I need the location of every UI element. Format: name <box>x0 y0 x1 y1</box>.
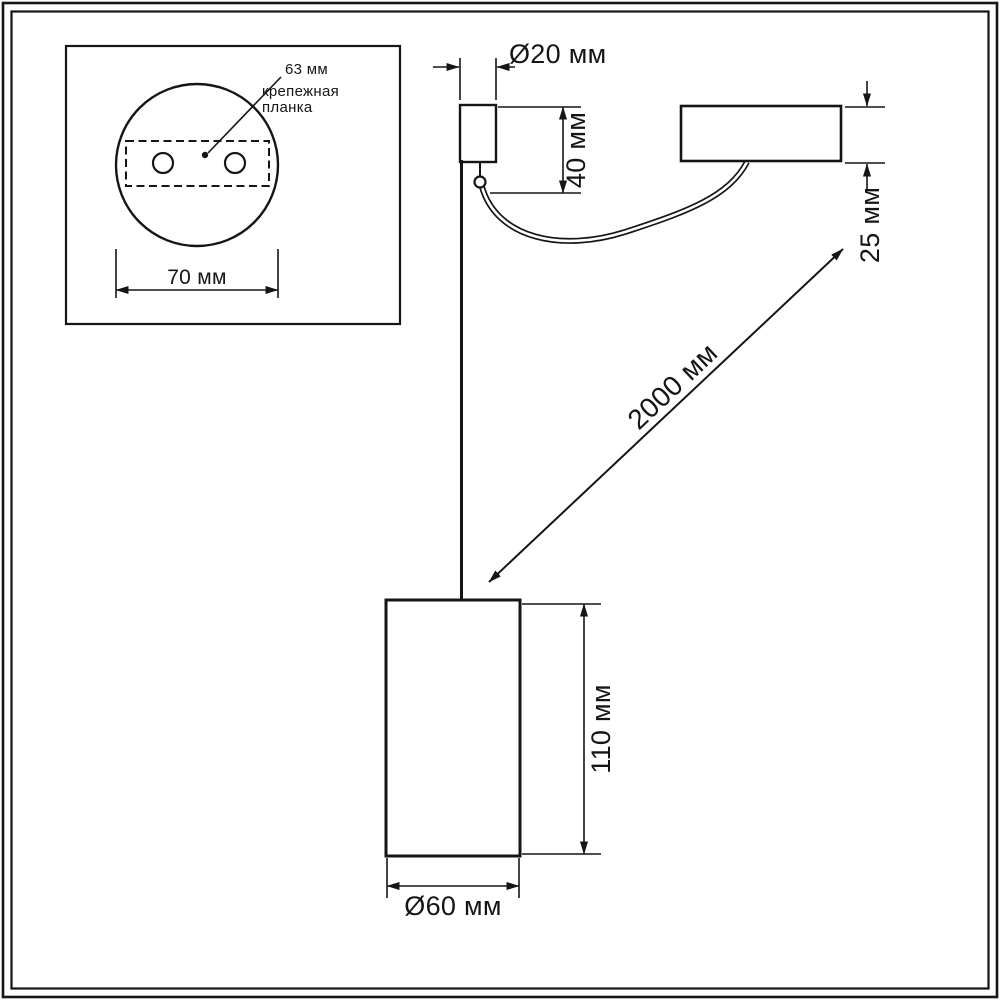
inner-frame <box>10 10 990 990</box>
label-cable-length: 2000 мм <box>622 337 724 435</box>
label-plate-width: 70 мм <box>167 266 227 289</box>
cable-arc <box>479 160 750 244</box>
dim-canopy-height: 25 мм <box>845 81 885 263</box>
label-bracket-name-line2: планка <box>262 99 313 116</box>
dim-shade-height: 110 мм <box>522 603 616 855</box>
pivot-ring <box>473 175 487 189</box>
leader-line-63mm <box>207 76 282 154</box>
lamp-shade-cylinder <box>384 598 522 858</box>
ceiling-cup-top-view <box>114 82 280 248</box>
label-canopy-height: 25 мм <box>855 187 885 263</box>
ceiling-plate <box>679 104 843 163</box>
label-hole-spacing: 63 мм <box>285 61 328 78</box>
rod-top-mount <box>458 103 498 164</box>
label-mount-drop: 40 мм <box>561 112 591 188</box>
label-shade-diameter: Ø60 мм <box>404 891 501 921</box>
inset-detail-view: 63 мм крепежная планка 70 мм <box>64 44 402 326</box>
fixture-front-view <box>384 103 843 858</box>
dim-cable-length: 2000 мм <box>488 248 844 583</box>
dim-rod-diameter: Ø20 мм <box>433 39 606 100</box>
label-shade-height: 110 мм <box>586 684 616 773</box>
screw-hole-right <box>223 151 247 175</box>
dim-2000-line <box>488 248 844 583</box>
mounting-bracket-dashed-outline <box>125 140 270 187</box>
inset-panel-border <box>64 44 402 326</box>
label-rod-diameter: Ø20 мм <box>509 39 606 69</box>
label-bracket-name-line1: крепежная <box>262 83 339 100</box>
screw-hole-left <box>151 151 175 175</box>
center-point-marker <box>201 151 209 159</box>
dim-shade-diameter: Ø60 мм <box>386 858 520 921</box>
cable-arc-core <box>480 161 749 243</box>
dim-mount-drop: 40 мм <box>490 106 591 194</box>
